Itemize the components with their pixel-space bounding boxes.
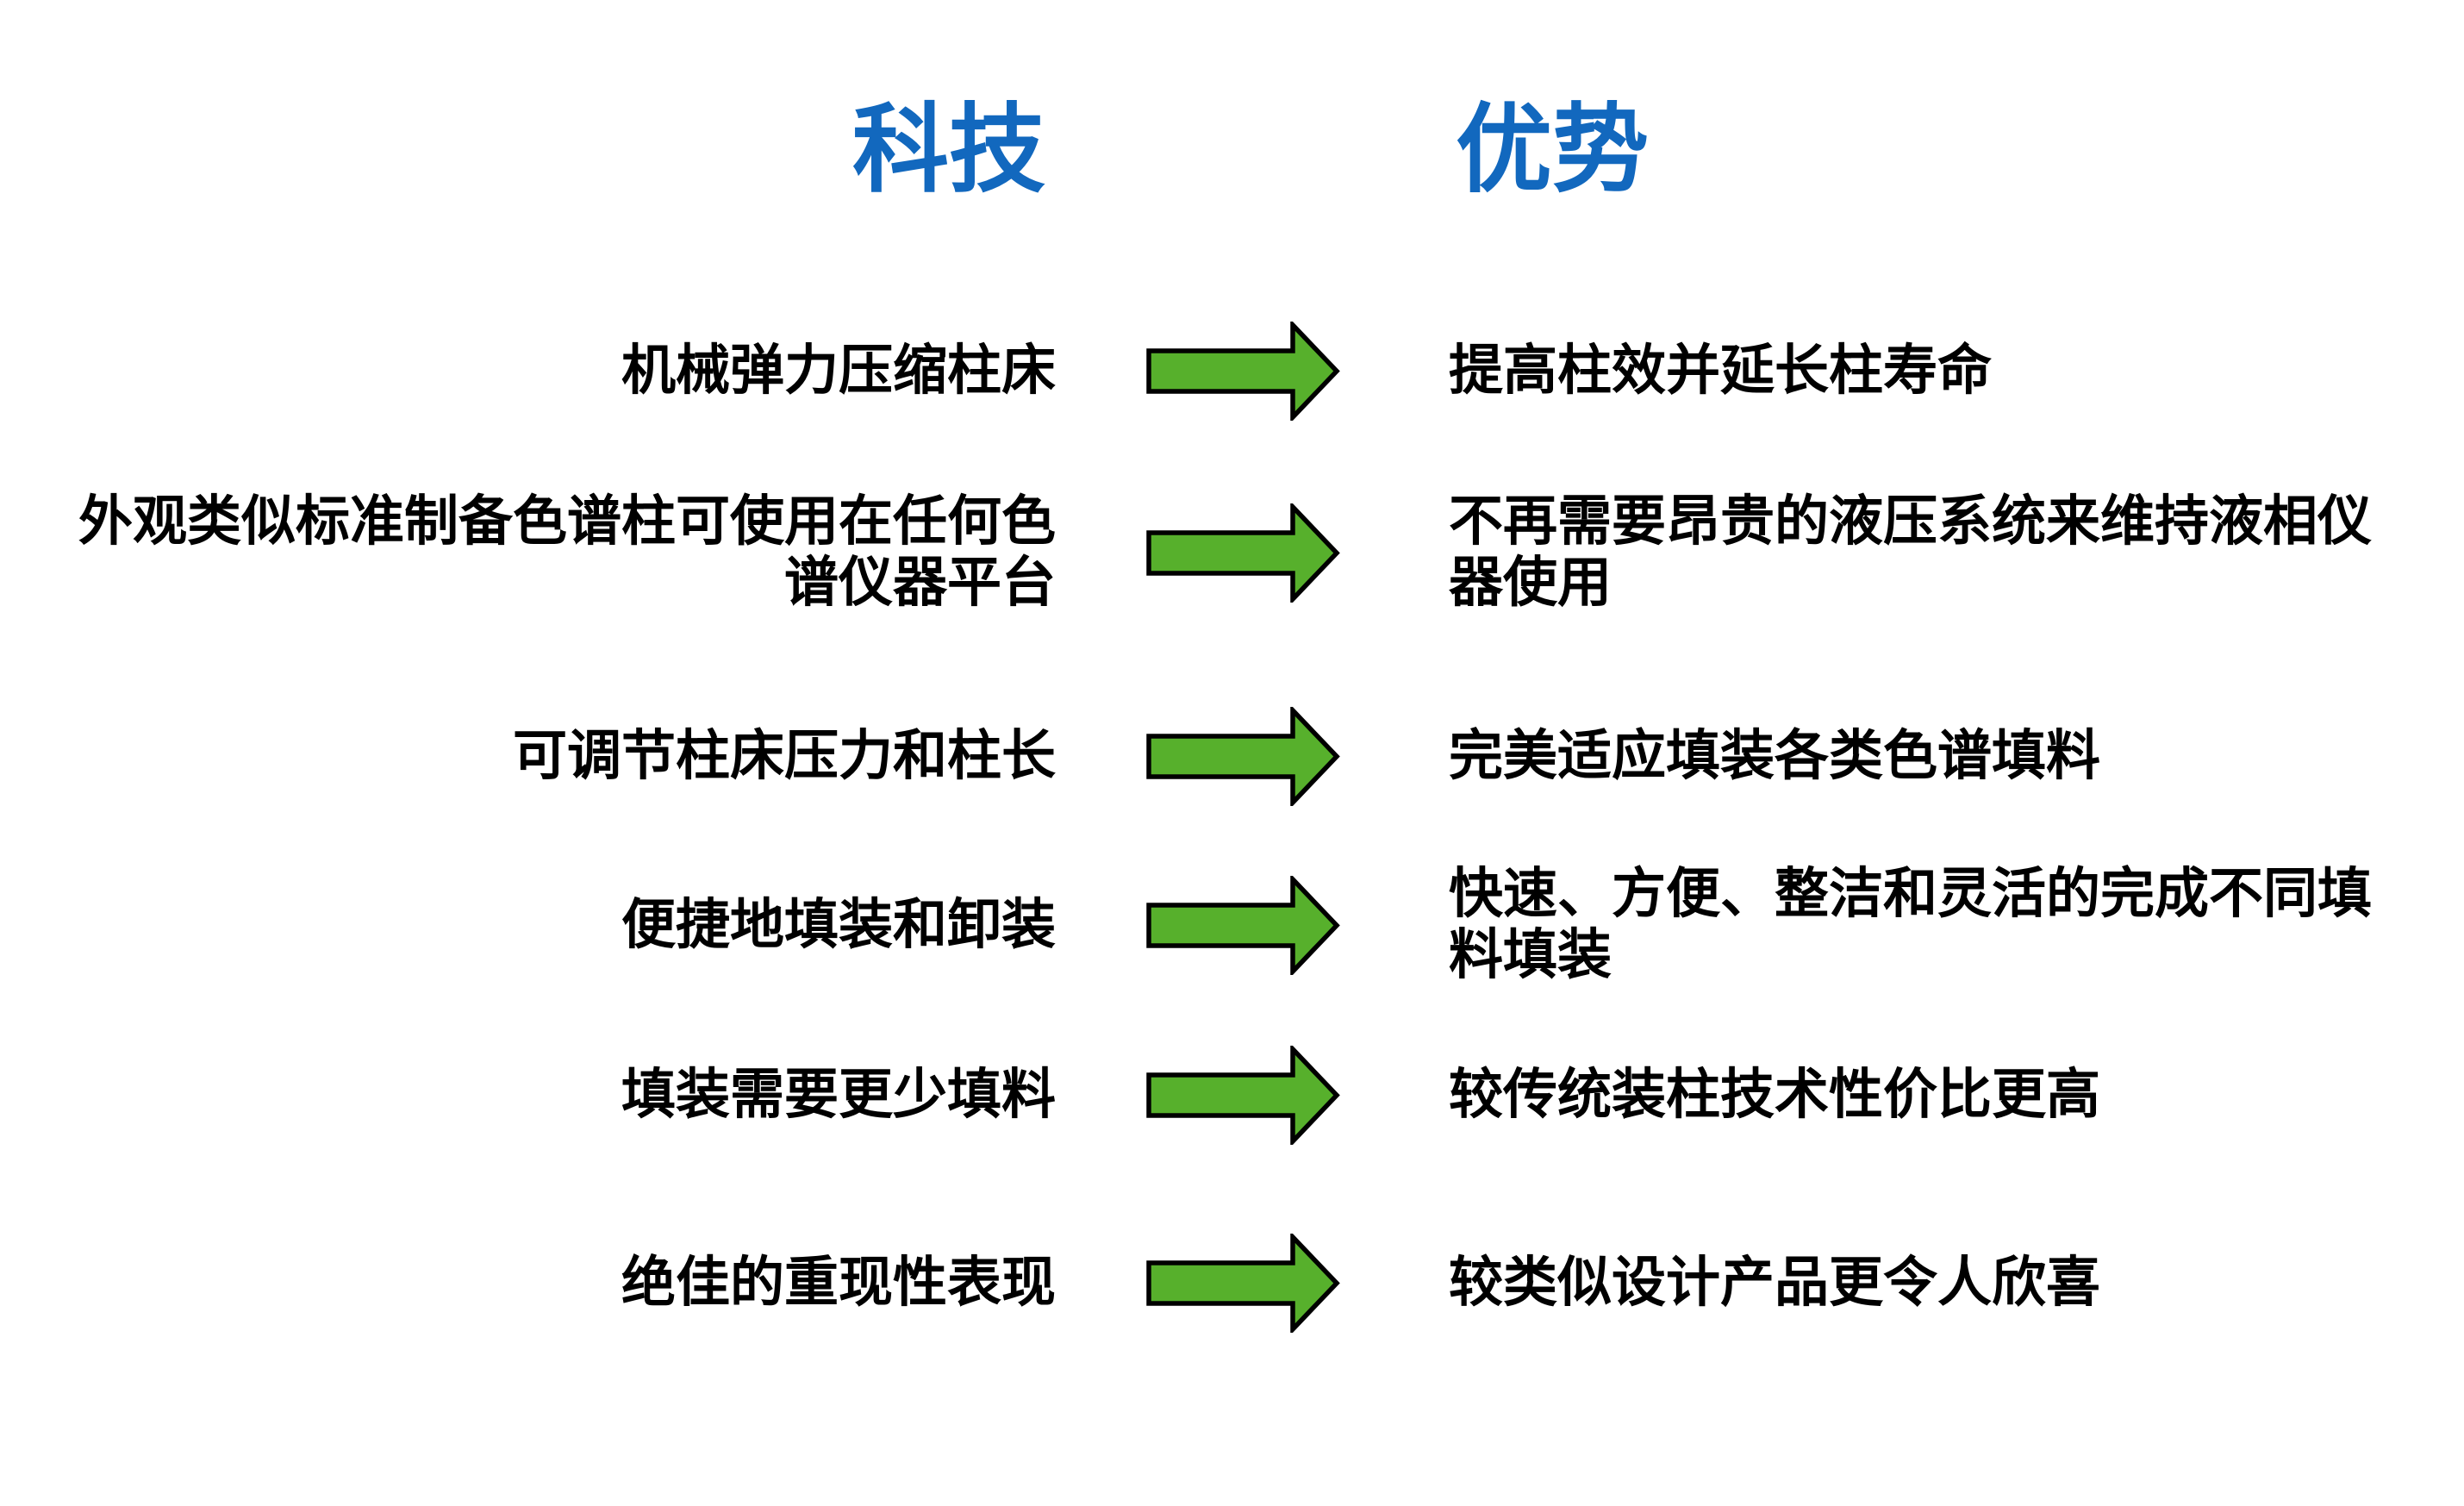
right-arrow-icon (1146, 875, 1340, 975)
right-arrow-icon (1146, 1233, 1340, 1333)
tech-text: 机械弹力压缩柱床 (621, 338, 1056, 402)
advantage-column-header: 优势 (1456, 94, 1649, 206)
feature-row-1: 机械弹力压缩柱床 提高柱效并延长柱寿命 (0, 259, 2464, 483)
tech-text: 填装需要更少填料 (621, 1062, 1056, 1126)
advantage-text: 不再需要昂贵的液压系统来维持液相仪 器使用 (1449, 490, 2372, 614)
feature-row-5: 填装需要更少填料 较传统装柱技术性价比更高 (0, 983, 2464, 1207)
feature-row-4: 便捷地填装和卸装 快速、方便、整洁和灵活的完成不同填 料填装 (0, 813, 2464, 1037)
tech-text: 绝佳的重现性表现 (621, 1250, 1056, 1314)
feature-row-2: 外观类似标准制备色谱柱可使用在任何色 谱仪器平台 不再需要昂贵的液压系统来维持液… (0, 441, 2464, 665)
advantage-text: 完美适应填装各类色谱填料 (1449, 723, 2100, 787)
feature-row-3: 可调节柱床压力和柱长 完美适应填装各类色谱填料 (0, 644, 2464, 868)
tech-column-header: 科技 (852, 94, 1045, 206)
advantage-text: 快速、方便、整洁和灵活的完成不同填 料填装 (1449, 862, 2372, 986)
advantage-text: 较类似设计产品更令人欣喜 (1449, 1250, 2100, 1314)
tech-text: 可调节柱床压力和柱长 (513, 723, 1056, 787)
right-arrow-icon (1146, 706, 1340, 806)
right-arrow-icon (1146, 503, 1340, 603)
right-arrow-icon (1146, 1045, 1340, 1145)
advantage-text: 提高柱效并延长柱寿命 (1449, 338, 1992, 402)
tech-text: 便捷地填装和卸装 (621, 892, 1056, 956)
advantage-text: 较传统装柱技术性价比更高 (1449, 1062, 2100, 1126)
right-arrow-icon (1146, 321, 1340, 421)
tech-text: 外观类似标准制备色谱柱可使用在任何色 谱仪器平台 (78, 490, 1056, 614)
feature-row-6: 绝佳的重现性表现 较类似设计产品更令人欣喜 (0, 1171, 2464, 1395)
